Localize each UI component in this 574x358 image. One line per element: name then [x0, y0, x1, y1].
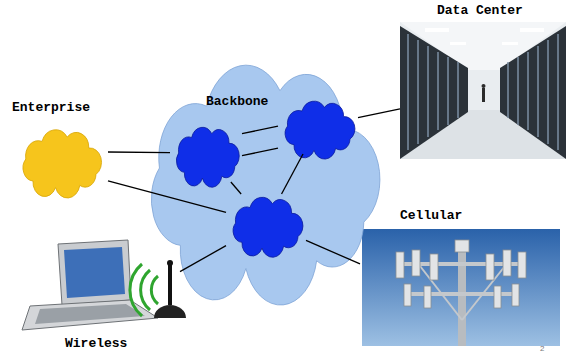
node-label: Backbone [206, 94, 268, 109]
cloud-outline [170, 124, 242, 182]
network-link [242, 148, 278, 155]
cell-tower-photo [362, 229, 560, 346]
cloud-outline [15, 126, 105, 192]
data-center-node: Data Center [400, 3, 566, 160]
cellular-node: Cellular [360, 208, 560, 348]
network-link [231, 182, 241, 194]
router-cloud [278, 98, 358, 154]
network-link [358, 109, 400, 118]
cloud-outline [226, 194, 306, 252]
router-cloud [170, 124, 242, 182]
cloud-shape [285, 101, 355, 159]
node-label: Data Center [437, 3, 523, 18]
node-label: Cellular [400, 208, 462, 223]
page-number: 2 [540, 344, 544, 353]
wireless-node: Wireless [20, 232, 180, 354]
node-label: Enterprise [12, 100, 90, 115]
network-link [108, 181, 226, 212]
cloud-shape [233, 197, 303, 257]
network-link [242, 126, 278, 133]
network-link [306, 240, 360, 263]
cloud-shape [151, 65, 380, 305]
data-center-photo [400, 22, 566, 159]
cloud-shape [23, 130, 102, 198]
network-link [108, 151, 170, 153]
router-cloud [226, 194, 306, 252]
backbone-cloud: Backbone [128, 52, 390, 284]
laptop-and-antenna [22, 240, 186, 330]
network-link [180, 246, 226, 272]
cloud-shape [176, 127, 239, 187]
node-label: Wireless [65, 336, 127, 351]
network-link [282, 154, 303, 194]
cloud-outline [278, 98, 358, 154]
enterprise-cloud: Enterprise [8, 100, 108, 195]
